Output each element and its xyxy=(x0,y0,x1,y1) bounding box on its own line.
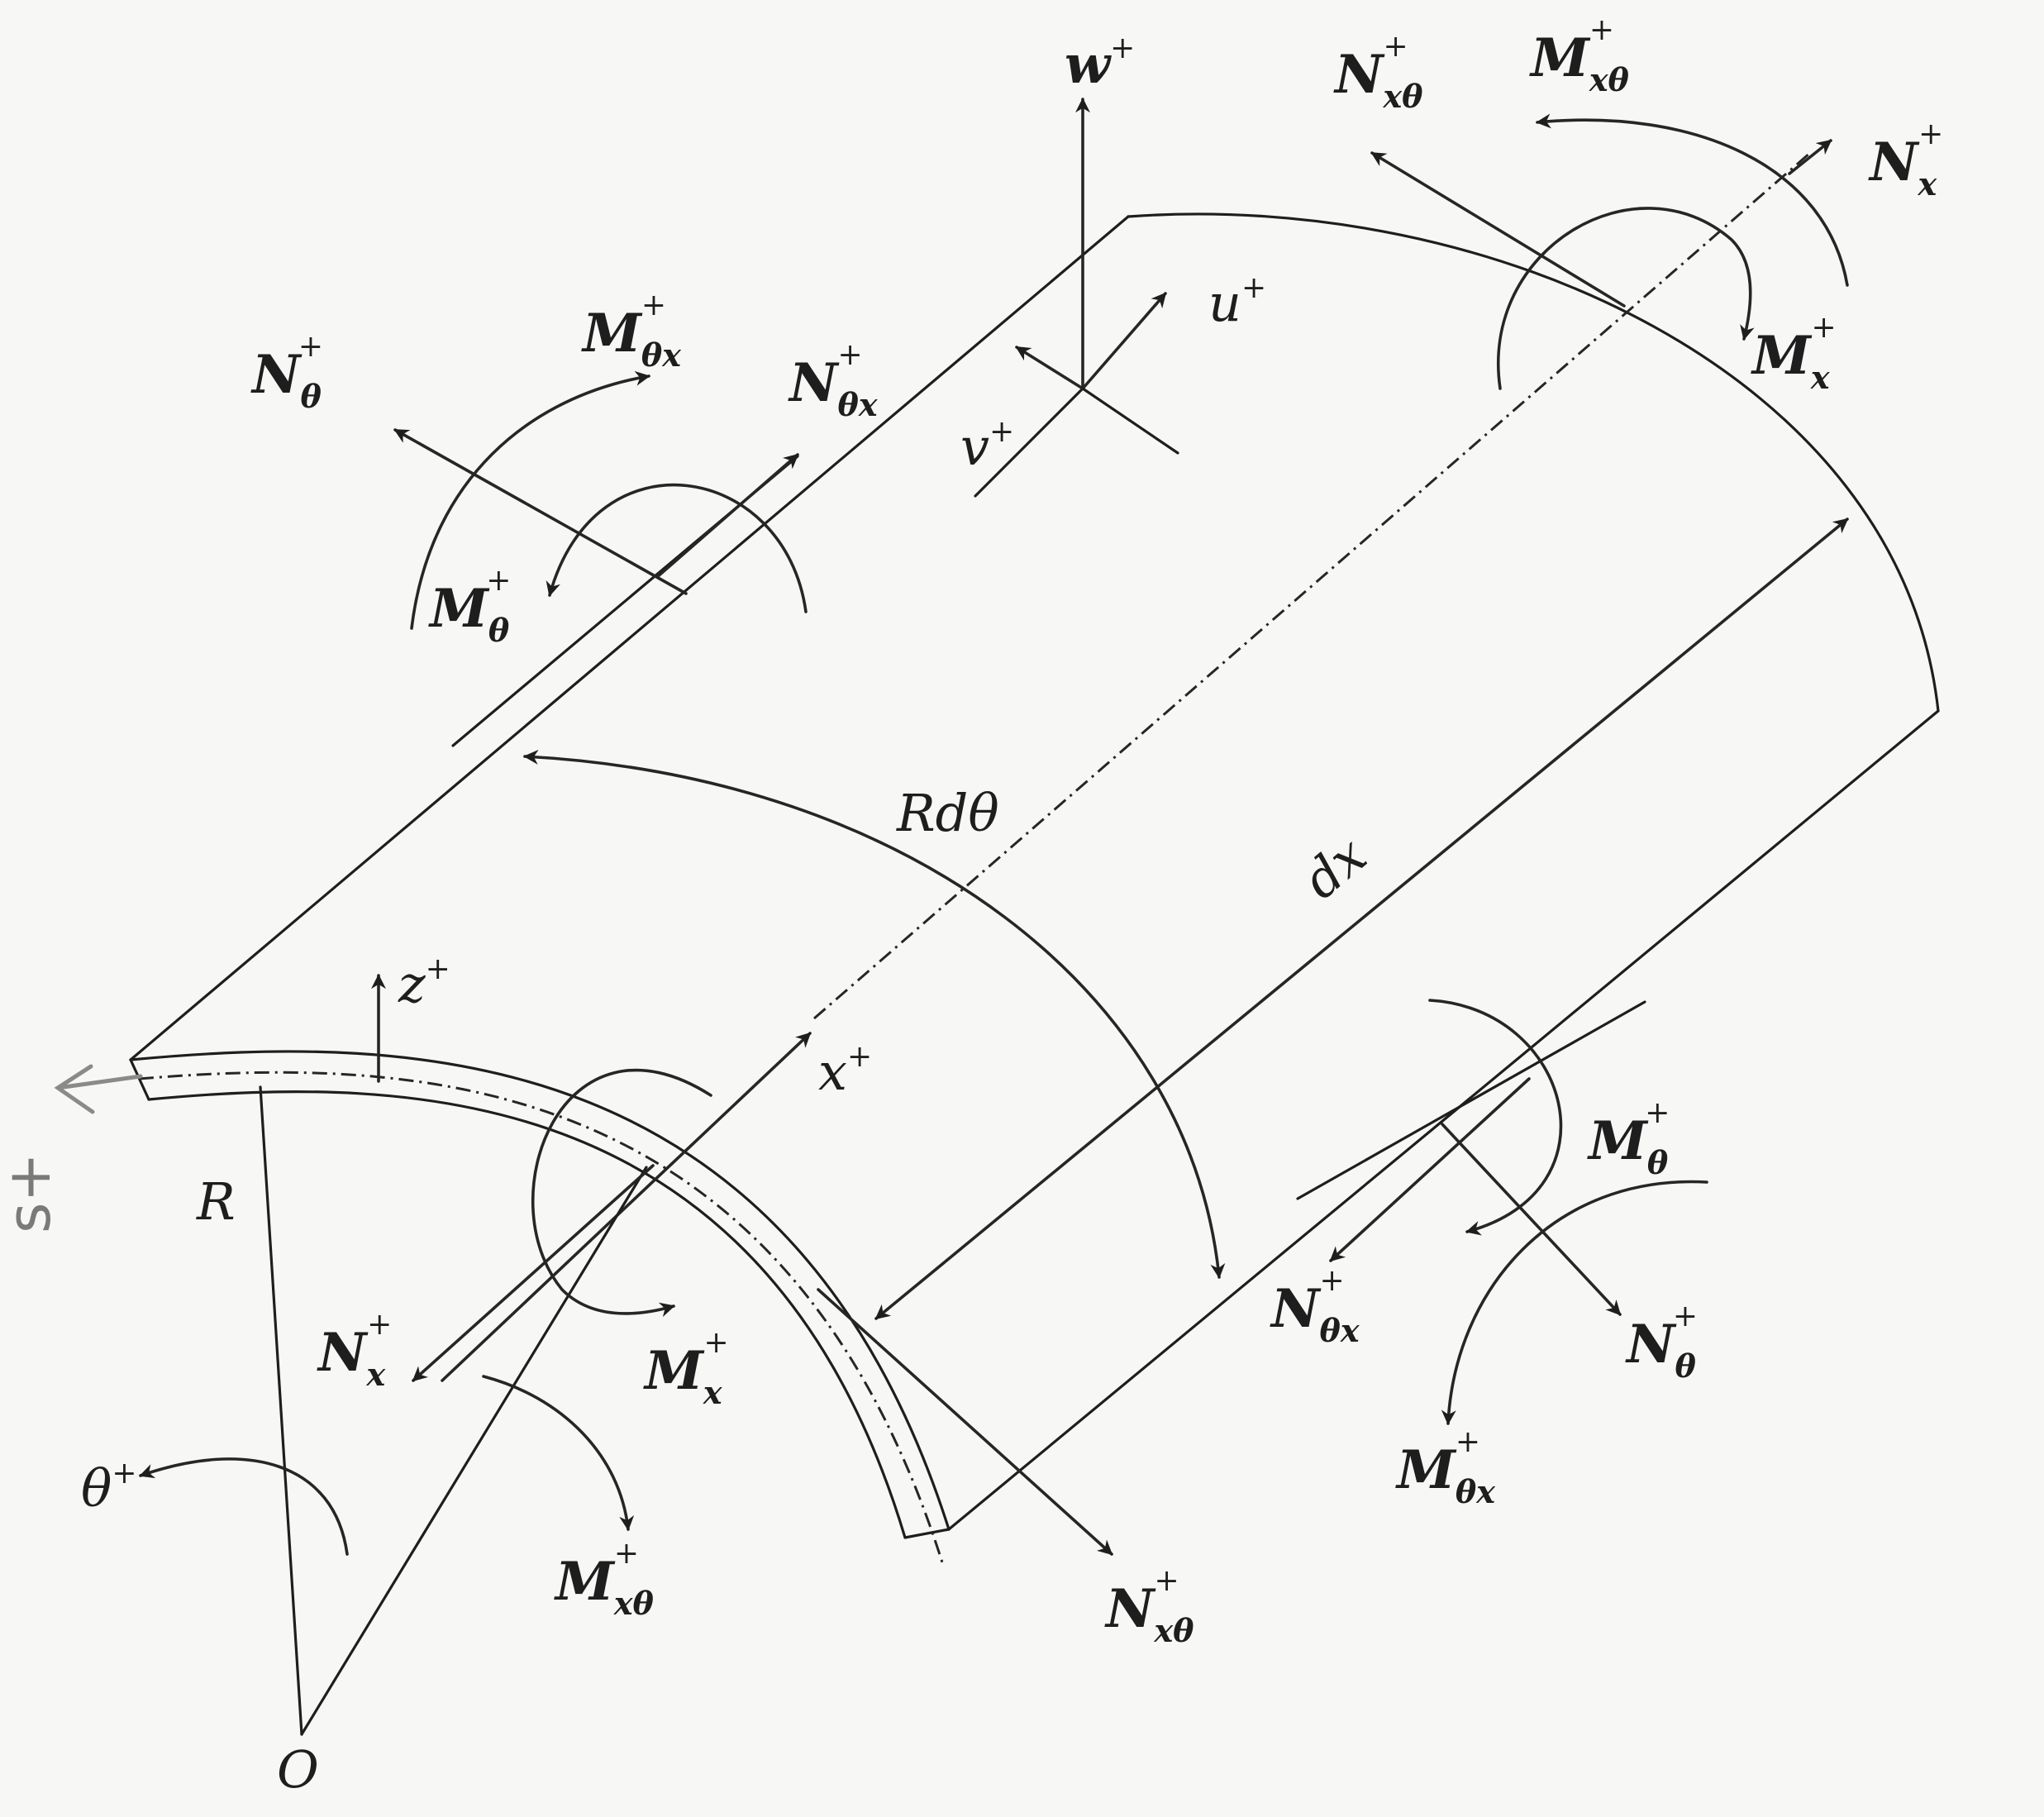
n-thetax-arrow-upper xyxy=(655,453,799,579)
m-xtheta-arrow-upper xyxy=(1536,113,1849,287)
labels: w+ u+ v+ z+ x+ θ+ R O Rdθ dx Nθ+ Mθx+ Nθ… xyxy=(0,13,1943,1800)
m-thetax-arrow-upper xyxy=(410,370,650,630)
m-x-label-upper: Mx+ xyxy=(1751,311,1837,396)
dx-arrow xyxy=(874,517,1849,1320)
n-thetax-arrow-lower xyxy=(1329,1077,1531,1262)
lower-right-edge-loads xyxy=(1329,999,1708,1425)
upper-right-edge-loads xyxy=(1370,113,1849,390)
shell-far-arc xyxy=(1127,212,1940,713)
m-theta-label-lower: Mθ+ xyxy=(1587,1096,1670,1181)
m-theta-arrow-upper xyxy=(546,484,808,613)
n-thetax-label-lower: Nθx+ xyxy=(1270,1264,1360,1349)
u-axis-back xyxy=(974,387,1084,498)
front-edge-loads xyxy=(412,1068,1113,1556)
shell-center-axis-arrow xyxy=(1788,139,1832,175)
dx-label: dx xyxy=(1292,825,1378,911)
coordinate-system xyxy=(139,98,1179,1736)
m-xtheta-label-upper: Mxθ+ xyxy=(1529,13,1629,98)
r-label: R xyxy=(196,1171,236,1232)
rdtheta-label: Rdθ xyxy=(896,783,999,843)
theta-label: θ+ xyxy=(81,1457,137,1519)
upper-left-edge-loads xyxy=(393,370,808,630)
m-theta-label-upper: Mθ+ xyxy=(428,564,511,649)
m-xtheta-label-front: Mxθ+ xyxy=(554,1537,654,1622)
radius-line-right xyxy=(300,1166,648,1736)
n-xtheta-label-front: Nxθ+ xyxy=(1104,1564,1194,1649)
shell-left-edge xyxy=(129,215,1130,1061)
m-x-arrow-upper xyxy=(1497,207,1755,390)
n-xtheta-arrow-upper xyxy=(1370,151,1626,308)
n-theta-arrow-upper xyxy=(393,428,688,595)
n-theta-label-lower: Nθ+ xyxy=(1625,1300,1698,1385)
pencil-s-note: s+ xyxy=(0,1152,64,1233)
m-xtheta-arrow-front xyxy=(482,1375,635,1531)
shell-front-bottom-cap xyxy=(903,1528,951,1539)
m-thetax-label-upper: Mθx+ xyxy=(581,289,682,374)
n-theta-arrow-lower xyxy=(1441,1123,1622,1316)
o-label: O xyxy=(277,1739,319,1800)
n-x-arrow-front xyxy=(412,1164,655,1382)
rdtheta-arrow xyxy=(523,749,1226,1279)
v-label: v+ xyxy=(960,415,1014,477)
m-theta-arrow-lower xyxy=(1428,999,1563,1236)
m-x-arrow-front xyxy=(531,1068,712,1318)
n-theta-label-upper: Nθ+ xyxy=(250,330,323,415)
n-xtheta-arrow-front xyxy=(817,1288,1113,1556)
v-axis-arrow xyxy=(1015,346,1084,390)
m-thetax-label-lower: Mθx+ xyxy=(1395,1425,1496,1510)
shell-midsurface-line xyxy=(138,1071,944,1563)
n-x-label-front: Nx+ xyxy=(317,1308,392,1393)
theta-arrow xyxy=(139,1457,349,1556)
x-label: x+ xyxy=(818,1040,872,1102)
pencil-arrow xyxy=(54,1064,143,1114)
w-label: w+ xyxy=(1065,31,1135,96)
u-label: u+ xyxy=(1208,271,1266,333)
n-x-label-upper: Nx+ xyxy=(1868,117,1943,203)
shell-center-axis xyxy=(813,151,1811,1020)
m-thetax-arrow-lower xyxy=(1441,1180,1708,1425)
shell-right-edge xyxy=(947,709,1940,1531)
z-label: z+ xyxy=(398,952,450,1014)
v-axis-back xyxy=(1081,387,1179,455)
u-axis-arrow xyxy=(1081,292,1167,390)
n-xtheta-label-upper: Nxθ+ xyxy=(1333,30,1423,115)
m-x-label-front: Mx+ xyxy=(643,1326,729,1411)
n-thetax-label-upper: Nθx+ xyxy=(788,338,879,423)
shell-front-inner-arc xyxy=(147,1090,907,1539)
radius-line-left xyxy=(259,1085,303,1736)
